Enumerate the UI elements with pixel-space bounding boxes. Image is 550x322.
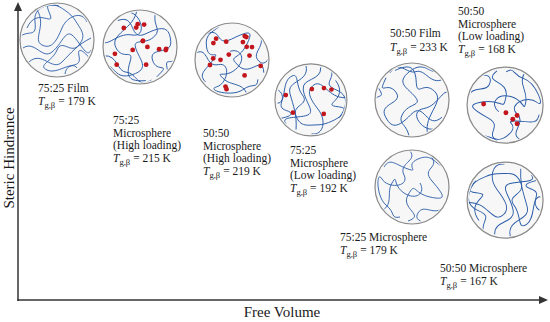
transition-temperature: Tg,β = 168 K xyxy=(458,43,516,56)
drug-particle xyxy=(258,64,263,69)
sample-name: 75:25 Microsphere (High loading) xyxy=(113,114,193,152)
drug-particle xyxy=(241,40,246,45)
sample-name: 50:50 Microsphere (High loading) xyxy=(203,127,283,165)
drug-particle xyxy=(515,113,520,118)
drug-particle xyxy=(142,22,147,27)
sample-name: 75:25 Microsphere xyxy=(340,231,427,244)
drug-particle xyxy=(141,38,146,43)
chain-pattern xyxy=(464,64,546,146)
drug-particle xyxy=(226,52,231,57)
transition-temperature: Tg,β = 192 K xyxy=(290,182,348,195)
polymer-sample-circle xyxy=(17,0,97,80)
polymer-chains xyxy=(378,151,446,223)
polymer-chains xyxy=(464,64,546,146)
drug-particle xyxy=(284,93,289,98)
polymer-sample-circle xyxy=(464,64,546,146)
drug-particle xyxy=(244,44,249,49)
drug-particle xyxy=(211,41,216,46)
polymer-sample-circle xyxy=(464,159,546,241)
drug-particle xyxy=(503,110,508,115)
sample-circle-node: 75:25 Microsphere (Low loading)Tg,β = 19… xyxy=(272,61,350,139)
polymer-sample-circle xyxy=(372,147,452,227)
drug-particle xyxy=(121,26,126,31)
drug-particle xyxy=(113,51,118,56)
drug-particle xyxy=(224,39,229,44)
drug-particle xyxy=(244,35,249,40)
polymer-chains xyxy=(100,7,180,87)
polymer-sample-circle xyxy=(100,7,180,87)
sample-circle-node: 50:50 Microsphere (Low loading)Tg,β = 16… xyxy=(464,64,546,146)
chain-pattern xyxy=(100,7,180,87)
transition-temperature: Tg,β = 219 K xyxy=(203,165,261,178)
sample-circle-node: 75:25 FilmTg,β = 179 K xyxy=(17,0,97,80)
transition-temperature: Tg,β = 233 K xyxy=(390,41,448,54)
drug-particle xyxy=(481,101,486,106)
drug-particle xyxy=(242,73,247,78)
polymer-chains xyxy=(272,61,350,139)
drug-particle xyxy=(157,47,162,52)
sample-name: 50:50 Film xyxy=(390,27,441,40)
drug-particle xyxy=(208,63,213,68)
polymer-sample-circle xyxy=(372,60,452,140)
polymer-chains xyxy=(372,60,452,140)
sample-name: 75:25 Microsphere (Low loading) xyxy=(290,144,370,182)
drug-particle xyxy=(515,121,520,126)
sample-circle-node: 75:25 Microsphere (High loading)Tg,β = 2… xyxy=(100,7,180,87)
drug-particle xyxy=(214,36,219,41)
chain-pattern xyxy=(21,4,93,74)
chain-pattern xyxy=(464,159,546,241)
chain-pattern xyxy=(378,151,446,223)
chain-pattern xyxy=(272,61,350,139)
sample-circle-node: 50:50 FilmTg,β = 233 K xyxy=(372,60,452,140)
sample-name: 50:50 Microsphere (Low loading) xyxy=(458,5,538,43)
polymer-chains xyxy=(192,20,272,100)
x-axis-label: Free Volume xyxy=(244,303,321,321)
sample-name: 75:25 Film xyxy=(38,82,89,95)
drug-particle xyxy=(130,48,135,53)
transition-temperature: Tg,β = 215 K xyxy=(113,152,171,165)
sample-outline xyxy=(20,3,94,77)
drug-particle xyxy=(310,87,315,92)
drug-particle xyxy=(247,53,252,58)
drug-particle xyxy=(321,112,326,117)
y-axis xyxy=(17,8,19,301)
drug-particle xyxy=(322,86,327,91)
sample-name: 50:50 Microsphere xyxy=(440,262,527,275)
drug-particle xyxy=(250,45,255,50)
drug-particle xyxy=(144,62,149,67)
drug-particle xyxy=(329,87,334,92)
chain-pattern xyxy=(372,60,452,140)
polymer-sample-circle xyxy=(192,20,272,100)
sample-circle-node: 50:50 Microsphere (High loading)Tg,β = 2… xyxy=(192,20,272,100)
drug-particle xyxy=(211,56,216,61)
drug-particle xyxy=(135,22,140,27)
y-axis-arrowhead xyxy=(14,2,22,11)
drug-particle xyxy=(224,87,229,92)
sample-outline xyxy=(467,67,543,143)
drug-particle xyxy=(291,110,296,115)
transition-temperature: Tg,β = 179 K xyxy=(340,244,398,257)
drug-particle xyxy=(510,117,515,122)
sample-circle-node: 75:25 MicrosphereTg,β = 179 K xyxy=(372,147,452,227)
x-axis-arrowhead xyxy=(539,296,548,304)
y-axis-label: Steric Hindrance xyxy=(0,107,18,208)
sample-circle-node: 50:50 MicrosphereTg,β = 167 K xyxy=(464,159,546,241)
drug-particle xyxy=(140,39,145,44)
x-axis xyxy=(17,299,541,301)
transition-temperature: Tg,β = 179 K xyxy=(38,95,96,108)
polymer-sample-circle xyxy=(272,61,350,139)
drug-particle xyxy=(163,48,168,53)
chain-pattern xyxy=(192,20,272,100)
polymer-chains xyxy=(21,4,93,74)
polymer-chains xyxy=(464,159,546,241)
drug-particle xyxy=(145,45,150,50)
drug-particle xyxy=(218,57,223,62)
transition-temperature: Tg,β = 167 K xyxy=(440,275,498,288)
sample-outline xyxy=(375,150,449,224)
drug-particle xyxy=(114,62,119,67)
